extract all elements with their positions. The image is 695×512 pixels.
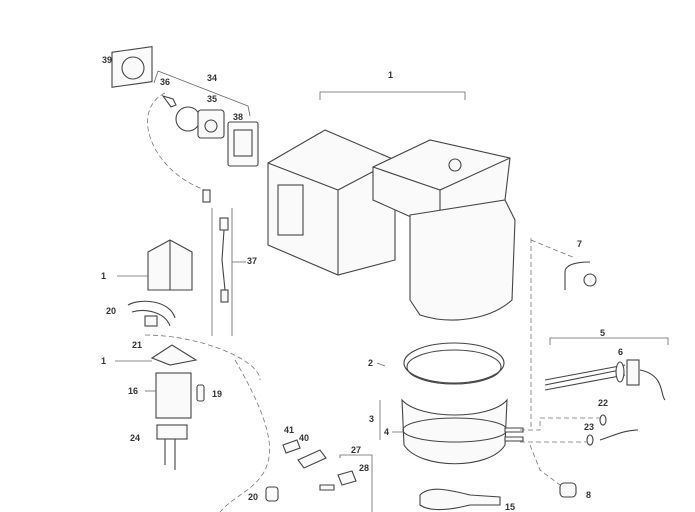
callout-20: 20 [106, 306, 116, 316]
wire [219, 359, 270, 512]
callout-16: 16 [128, 386, 138, 396]
callout-34: 34 [207, 73, 217, 83]
part-22-sensor [599, 414, 607, 426]
part-35-thermostat [161, 95, 225, 139]
leaders [520, 417, 600, 486]
leader-37 [211, 208, 246, 336]
wire [144, 334, 261, 381]
part-20-connector [265, 486, 279, 502]
callout-21: 21 [132, 340, 142, 350]
callout-8: 8 [586, 490, 591, 500]
callout-23: 23 [584, 422, 594, 432]
element-wire [639, 369, 666, 401]
part-16-board [155, 372, 192, 419]
callout-39: 39 [102, 55, 112, 65]
part-1-outer-casing [267, 129, 516, 321]
part-24-terminal-block [156, 424, 188, 440]
callout-24: 24 [130, 433, 140, 443]
callout-19: 19 [212, 389, 222, 399]
callout-labels: 39 36 34 35 38 1 1 37 20 21 1 16 19 24 7… [101, 55, 623, 512]
sensor-wire [599, 429, 639, 441]
part-20-wiring [127, 300, 176, 327]
part-23-sensor [586, 434, 594, 446]
callout-22: 22 [598, 398, 608, 408]
callout-20-connector: 20 [248, 492, 258, 502]
part-41-fitting [282, 439, 301, 454]
callout-35: 35 [207, 94, 217, 104]
element-head [626, 359, 640, 386]
wires [164, 439, 176, 470]
part-5-heating-element [544, 364, 626, 391]
part-15-bracket [419, 488, 501, 511]
part-1-terminal [150, 344, 198, 366]
part-3-tank [401, 342, 508, 465]
leader-5 [549, 337, 669, 345]
connector [144, 315, 158, 327]
callout-15: 15 [505, 502, 515, 512]
part-40-fitting [297, 449, 327, 469]
callout-38: 38 [233, 112, 243, 122]
part-19-fuse [196, 384, 205, 402]
part-38-plate [227, 121, 259, 167]
leader-27 [339, 454, 373, 512]
callout-41: 41 [284, 425, 294, 435]
callout-7: 7 [577, 239, 582, 249]
callout-40: 40 [299, 433, 309, 443]
leader-1-top [319, 91, 466, 100]
callout-28: 28 [359, 463, 369, 473]
callout-4: 4 [384, 427, 389, 437]
callout-5: 5 [600, 328, 605, 338]
callout-1-terminal: 1 [101, 356, 106, 366]
tank-pipes [504, 427, 524, 442]
part-7-tube [564, 261, 591, 290]
part-8-valve [559, 482, 577, 498]
connector [202, 189, 211, 203]
callout-2: 2 [368, 358, 373, 368]
callout-6: 6 [618, 347, 623, 357]
leader-34 [153, 70, 251, 117]
callout-1-bracket: 1 [101, 271, 106, 281]
part-37-wire [219, 221, 227, 301]
part-1-bracket [147, 239, 193, 291]
callout-27: 27 [351, 445, 361, 455]
part-6-gasket [615, 361, 625, 383]
wire [147, 92, 206, 191]
callout-36: 36 [160, 77, 170, 87]
leader [376, 362, 403, 440]
callout-37: 37 [247, 256, 257, 266]
part-27-fittings [319, 470, 357, 491]
leader-7 [530, 238, 576, 430]
callout-1-top: 1 [388, 70, 393, 80]
part-39-cover-frame [111, 46, 153, 88]
callout-3: 3 [369, 414, 374, 424]
